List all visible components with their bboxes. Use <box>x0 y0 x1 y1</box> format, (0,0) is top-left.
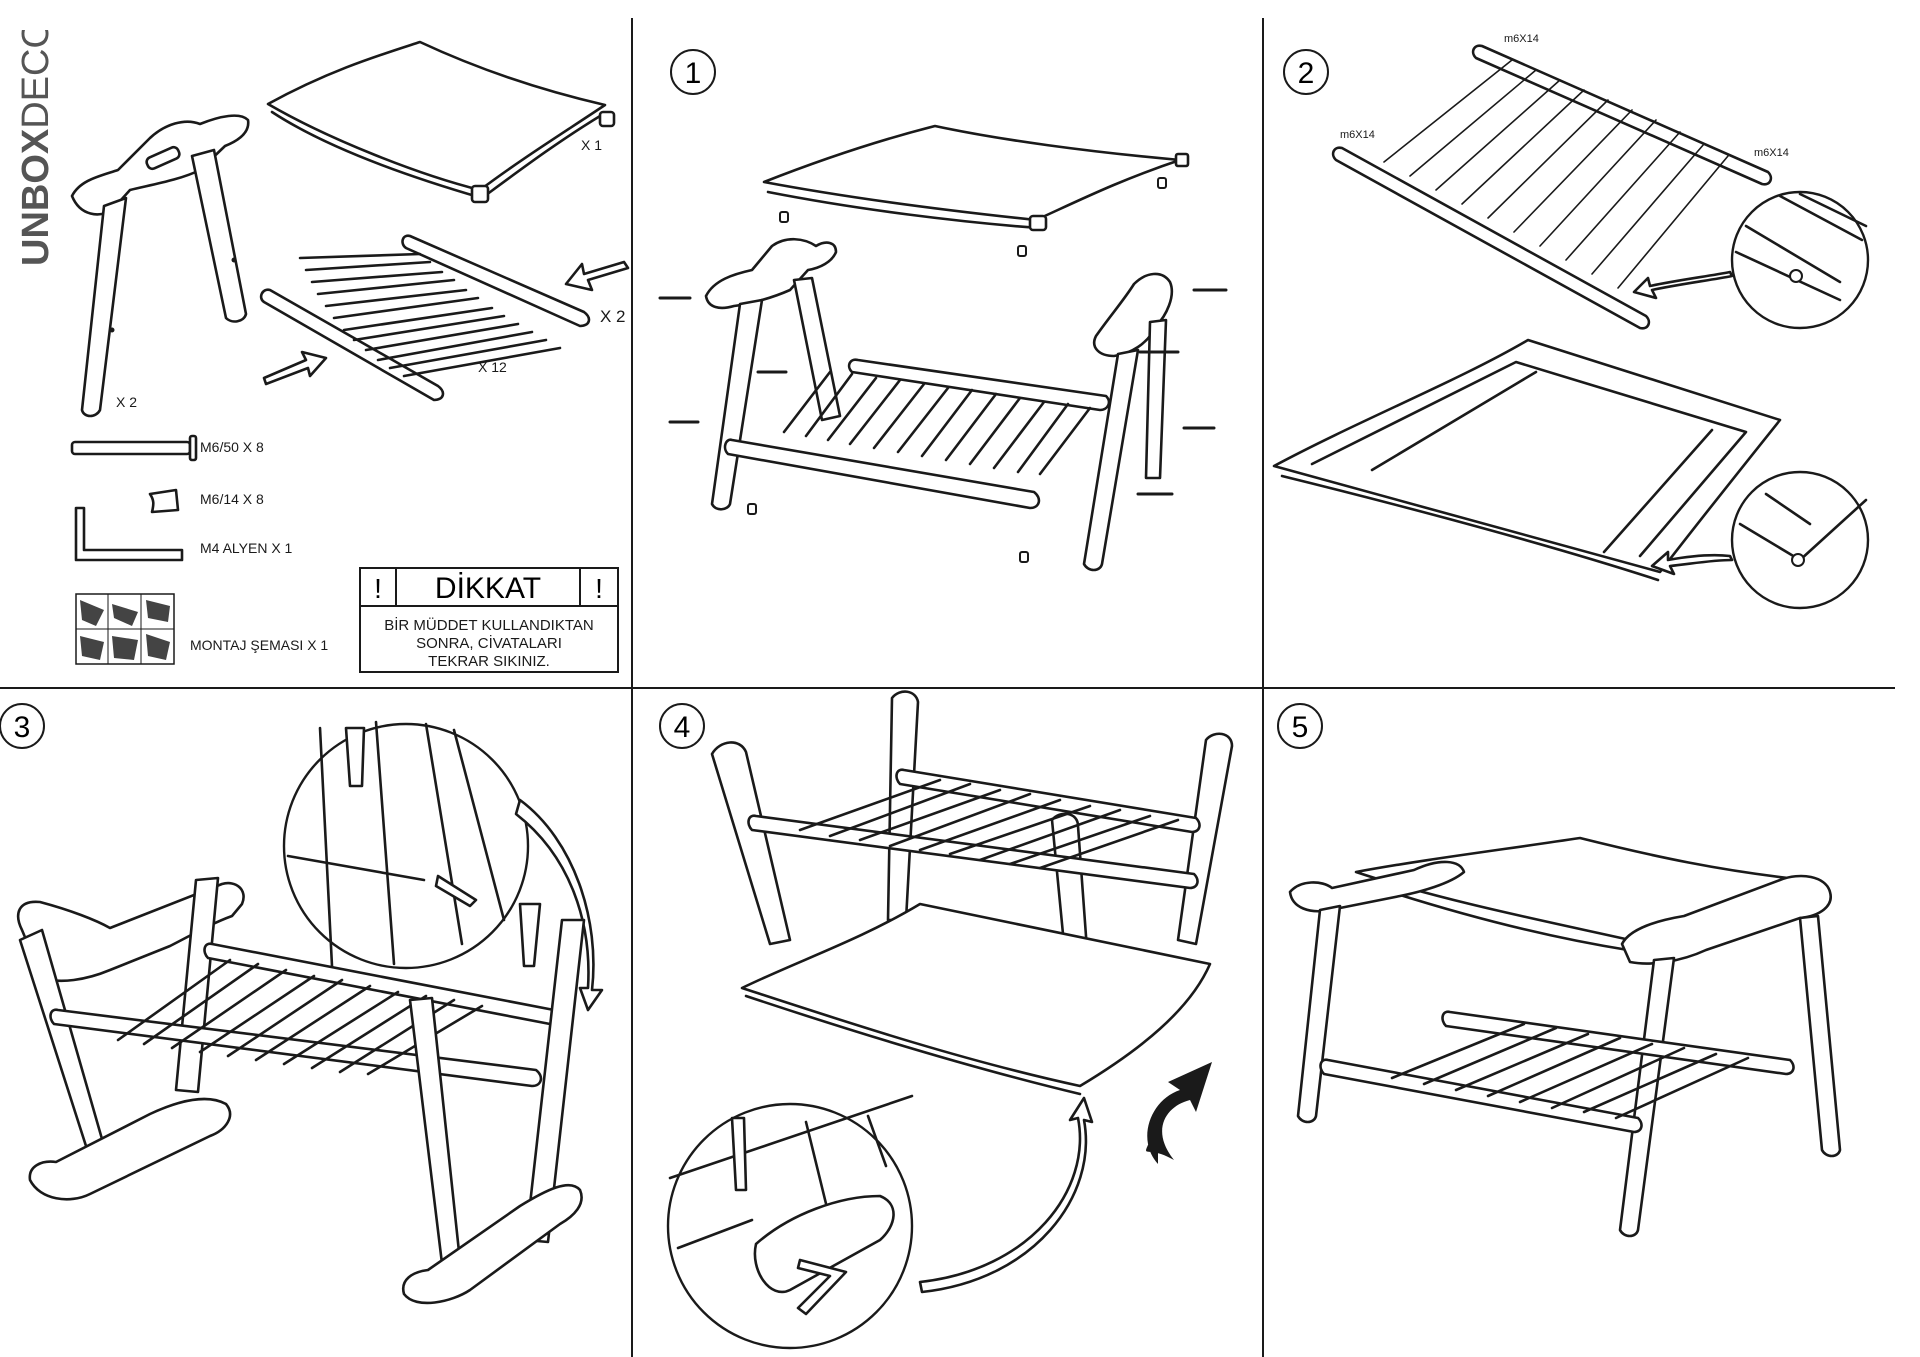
step-1-panel: 1 <box>658 49 1228 572</box>
seat-part: X 1 <box>266 40 616 204</box>
step-3-number: 3 <box>14 711 31 744</box>
screwdriver-icon <box>518 902 542 968</box>
warning-box: ! ! DİKKAT BİR MÜDDET KULLANDIKTAN SONRA… <box>359 567 619 673</box>
slat-qty-label: X 12 <box>478 359 507 375</box>
step-2-panel: 2 m6X14 m6X14 m6X14 <box>1272 33 1870 610</box>
schema-label: MONTAJ ŞEMASI X 1 <box>190 637 328 653</box>
bolt-label: M6/50 X 8 <box>200 439 264 455</box>
screwdriver-icon <box>730 1116 748 1192</box>
allen-key-icon <box>796 1258 848 1316</box>
side-frame-part: X 2 <box>70 114 250 418</box>
rotate-arrow-icon <box>1146 1062 1212 1164</box>
rail-qty-label: X 2 <box>600 307 626 326</box>
brand-bold: UNBOX <box>15 128 57 266</box>
nut-icon <box>148 488 180 514</box>
step-1-number: 1 <box>685 57 702 90</box>
nut-label: M6/14 X 8 <box>200 491 264 507</box>
pointer-arrow-icon <box>1632 270 1734 300</box>
brand-light: DECO <box>15 30 57 129</box>
detail-zoom <box>282 722 530 970</box>
screw-label-left: m6X14 <box>1340 129 1375 141</box>
warning-mark-left: ! <box>374 573 382 604</box>
detail-zoom-bottom <box>1730 470 1870 610</box>
pointer-arrow-icon <box>1650 550 1734 576</box>
screw-label-top: m6X14 <box>1504 33 1539 45</box>
arrow-icon <box>564 260 630 292</box>
warning-mark-right: ! <box>595 573 603 604</box>
brand-logo: UNBOXDECO <box>15 30 57 266</box>
step-5-panel: 5 <box>1277 703 1842 1238</box>
step-2-number: 2 <box>1298 57 1315 90</box>
panel-dividers <box>0 18 1895 1357</box>
warning-line-2: SONRA, CİVATALARI <box>416 634 562 652</box>
side-frame-qty-label: X 2 <box>116 394 137 410</box>
step-3-panel: 3 <box>0 703 604 1305</box>
allen-key-icon <box>74 506 184 562</box>
curved-arrow-icon <box>514 798 604 1012</box>
parts-panel: X 1 X 2 <box>70 40 630 673</box>
seat-qty-label: X 1 <box>581 137 602 153</box>
svg-text:UNBOXDECO: UNBOXDECO <box>15 30 57 266</box>
screw-label-right: m6X14 <box>1754 147 1789 159</box>
warning-line-3: TEKRAR SIKINIZ. <box>428 653 550 670</box>
arrow-icon <box>262 350 328 386</box>
allen-key-icon <box>434 874 478 908</box>
warning-title: DİKKAT <box>435 572 541 605</box>
curved-arrow-icon <box>918 1096 1094 1294</box>
assembly-schema-thumbnail <box>75 593 175 665</box>
warning-line-1: BİR MÜDDET KULLANDIKTAN <box>384 616 593 634</box>
slat-rack-part: X 2 X 12 <box>259 234 630 402</box>
slats <box>298 252 562 378</box>
screwdriver-icon <box>344 726 366 788</box>
step-4-number: 4 <box>674 711 691 744</box>
step-5-number: 5 <box>1292 711 1309 744</box>
allen-key-label: M4 ALYEN X 1 <box>200 540 293 556</box>
step-4-panel: 4 <box>659 690 1234 1350</box>
bolt-icon <box>70 434 198 462</box>
